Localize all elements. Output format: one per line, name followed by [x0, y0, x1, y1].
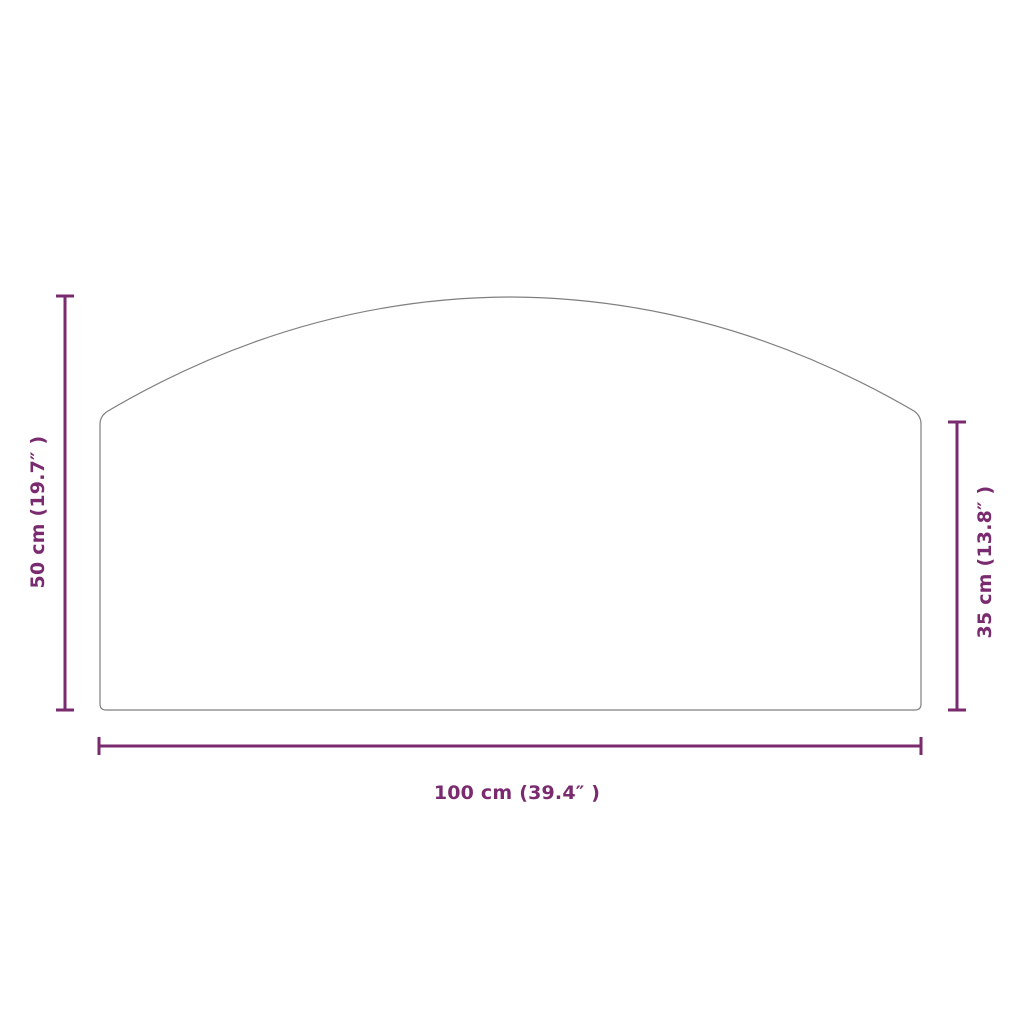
- total-height-label: 50 cm (19.7″ ): [27, 436, 49, 589]
- arched-panel-outline: [99, 296, 922, 711]
- width-label: 100 cm (39.4″ ): [434, 782, 600, 804]
- side-height-label: 35 cm (13.8″ ): [974, 486, 996, 639]
- width-dimension: 100 cm (39.4″ ): [97, 737, 923, 804]
- side-height-dimension: 35 cm (13.8″ ): [948, 420, 996, 712]
- total-height-dimension: 50 cm (19.7″ ): [27, 294, 74, 712]
